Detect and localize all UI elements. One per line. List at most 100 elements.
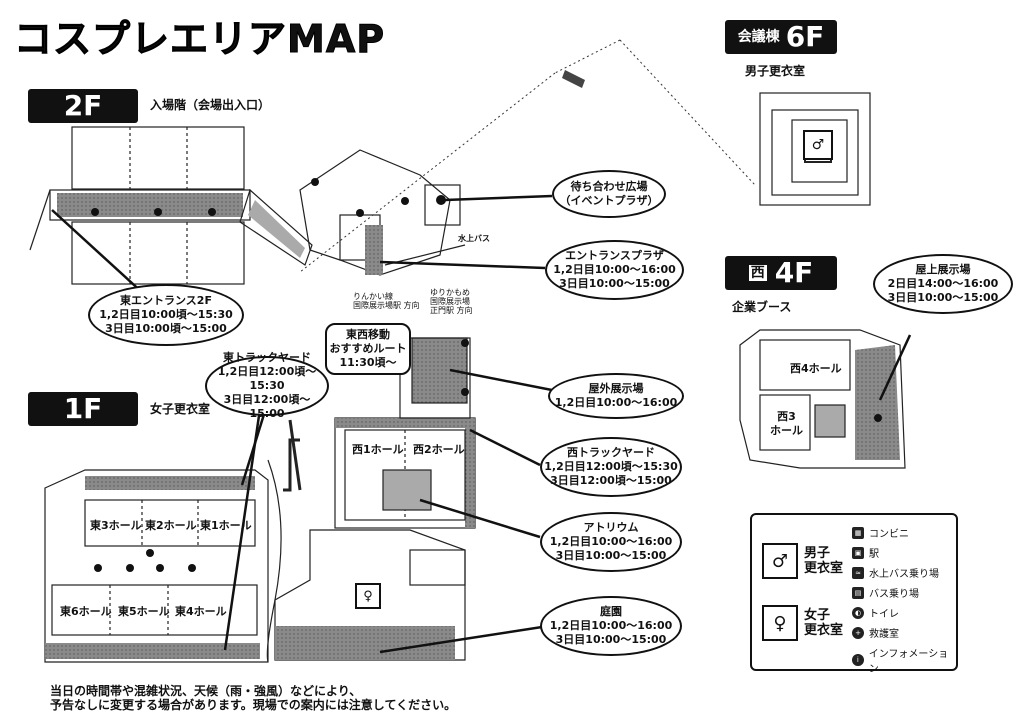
hall-east3: 東3ホール bbox=[90, 519, 142, 532]
legend-male: ♂ 男子 更衣室 bbox=[762, 543, 848, 579]
bubble-east-track-time1: 1,2日目12:00頃〜15:30 bbox=[217, 365, 317, 392]
bubble-west-track: 西トラックヤード 1,2日目12:00頃〜15:30 3日目12:00頃〜15:… bbox=[540, 437, 682, 497]
floor-2f-badge: 2F bbox=[28, 89, 138, 123]
floor-6f-badge: 会議棟 6F bbox=[725, 20, 837, 54]
hall-west3-line2: ホール bbox=[770, 424, 803, 437]
bubble-atrium-name: アトリウム bbox=[583, 521, 639, 534]
floor-6f-prefix: 会議棟 bbox=[737, 29, 780, 45]
first-aid-icon: + bbox=[852, 626, 864, 639]
bubble-west-track-name: 西トラックヤード bbox=[567, 446, 655, 459]
bubble-outdoor-name: 屋外展示場 bbox=[588, 382, 644, 395]
bubble-machiawase: 待ち合わせ広場 （イベントプラザ） bbox=[552, 170, 666, 218]
floor-6f-desc: 男子更衣室 bbox=[745, 64, 806, 78]
station-rinkai-line1: りんかい線 bbox=[353, 292, 393, 301]
bubble-atrium-time2: 3日目10:00〜15:00 bbox=[555, 549, 667, 562]
legend-item-info: i インフォメーション bbox=[852, 645, 956, 675]
bubble-entrance-plaza: エントランスプラザ 1,2日目10:00〜16:00 3日目10:00〜15:0… bbox=[545, 240, 684, 300]
hall-west2: 西2ホール bbox=[413, 443, 465, 456]
floor-4f-map bbox=[739, 329, 906, 469]
notice-line2: 予告なしに変更する場合があります。現場での案内には注意してください。 bbox=[50, 698, 457, 712]
bubble-garden-time1: 1,2日目10:00〜16:00 bbox=[549, 619, 673, 632]
hall-east6: 東6ホール bbox=[60, 605, 112, 618]
bubble-machiawase-line1: 待ち合わせ広場 bbox=[570, 180, 648, 193]
notice: 当日の時間帯や混雑状況、天候（雨・強風）などにより、 予告なしに変更する場合があ… bbox=[50, 684, 456, 712]
legend-item-station: ▣駅 bbox=[852, 545, 879, 560]
bubble-east-entrance: 東エントランス2F 1,2日目10:00頃〜15:30 3日目10:00頃〜15… bbox=[88, 284, 244, 346]
hall-west3: 西3 ホール bbox=[770, 410, 803, 438]
legend-item-label: コンビニ bbox=[869, 529, 909, 540]
legend-item-label: 救護室 bbox=[869, 629, 899, 640]
bubble-outdoor-time1: 1,2日目10:00〜16:00 bbox=[554, 396, 678, 409]
bubble-entrance-plaza-name: エントランスプラザ bbox=[565, 249, 664, 262]
hall-east2: 東2ホール bbox=[145, 519, 197, 532]
station-yurikamome-line2: 国際展示場 bbox=[430, 297, 470, 306]
boat-icon: ≈ bbox=[852, 566, 864, 579]
hall-east5: 東5ホール bbox=[118, 605, 170, 618]
bubble-east-track-name: 東トラックヤード bbox=[223, 351, 311, 364]
bubble-atrium: アトリウム 1,2日目10:00〜16:00 3日目10:00〜15:00 bbox=[540, 512, 682, 572]
floor-4f-label: 4F bbox=[774, 256, 814, 289]
bubble-outdoor: 屋外展示場 1,2日目10:00〜16:00 bbox=[548, 373, 684, 419]
station-rinkai-line2: 国際展示場駅 方向 bbox=[353, 301, 420, 310]
bubble-east-track: 東トラックヤード 1,2日目12:00頃〜15:30 3日目12:00頃〜15:… bbox=[205, 351, 329, 420]
legend-item-label: バス乗り場 bbox=[869, 589, 919, 600]
male-changing-room-icon: ♂ bbox=[803, 130, 833, 160]
bubble-entrance-plaza-time1: 1,2日目10:00〜16:00 bbox=[553, 263, 676, 276]
hall-west3-line1: 西3 bbox=[777, 410, 796, 423]
hall-west1: 西1ホール bbox=[352, 443, 404, 456]
legend-item-toilet: ◐トイレ bbox=[852, 605, 899, 620]
floor-6f-label: 6F bbox=[785, 20, 825, 53]
bubble-east-entrance-time2: 3日目10:00頃〜15:00 bbox=[105, 322, 227, 335]
bubble-garden-time2: 3日目10:00〜15:00 bbox=[555, 633, 667, 646]
male-icon: ♂ bbox=[762, 543, 798, 579]
store-icon: ▦ bbox=[852, 526, 864, 539]
bubble-garden-name: 庭園 bbox=[600, 605, 622, 618]
station-yurikamome: ゆりかもめ 国際展示場 正門駅 方向 bbox=[430, 288, 473, 315]
legend-item-label: 駅 bbox=[869, 549, 879, 560]
legend-item-bus: ▤バス乗り場 bbox=[852, 585, 919, 600]
legend-item-convenience: ▦ コンビニ bbox=[852, 525, 909, 540]
bubble-rooftop-time1: 2日目14:00〜16:00 bbox=[887, 277, 999, 290]
bubble-route-line3: 11:30頃〜 bbox=[339, 356, 397, 369]
station-rinkai: りんかい線 国際展示場駅 方向 bbox=[353, 292, 420, 310]
floor-2f-desc: 入場階（会場出入口） bbox=[150, 98, 271, 112]
bubble-route-line2: おすすめルート bbox=[329, 342, 407, 355]
legend-item-label: インフォメーション bbox=[868, 649, 949, 675]
legend-item-first-aid: + 救護室 bbox=[852, 625, 899, 640]
legend-male-line1: 男子 bbox=[804, 546, 831, 561]
legend-male-line2: 更衣室 bbox=[804, 561, 844, 576]
hall-east1: 東1ホール bbox=[200, 519, 252, 532]
legend: ♂ 男子 更衣室 ♀ 女子 更衣室 ▦ コンビニ ▣駅 ≈ 水上バス乗り場 ▤バス乗… bbox=[750, 513, 958, 675]
bubble-east-entrance-name: 東エントランス2F bbox=[120, 294, 212, 307]
hall-west4: 西4ホール bbox=[790, 362, 842, 375]
bubble-west-track-time1: 1,2日目12:00頃〜15:30 bbox=[544, 460, 678, 473]
legend-item-label: 水上バス乗り場 bbox=[869, 569, 939, 580]
floor-4f-prefix: 西 bbox=[748, 265, 767, 281]
bubble-route-line1: 東西移動 bbox=[346, 328, 390, 341]
info-icon: i bbox=[852, 654, 864, 666]
bubble-west-track-time2: 3日目12:00頃〜15:00 bbox=[550, 474, 672, 487]
page-title: コスプレエリアMAP bbox=[13, 17, 386, 62]
legend-female-line1: 女子 bbox=[804, 608, 831, 623]
legend-female-line2: 更衣室 bbox=[804, 623, 844, 638]
female-changing-room-icon: ♀ bbox=[355, 583, 381, 609]
floor-4f-desc: 企業ブース bbox=[732, 300, 792, 314]
notice-line1: 当日の時間帯や混雑状況、天候（雨・強風）などにより、 bbox=[50, 684, 362, 698]
bubble-east-track-time2: 3日目12:00頃〜15:00 bbox=[223, 393, 311, 420]
bubble-garden: 庭園 1,2日目10:00〜16:00 3日目10:00〜15:00 bbox=[540, 596, 682, 656]
bubble-rooftop-name: 屋上展示場 bbox=[915, 263, 971, 276]
station-yurikamome-line1: ゆりかもめ bbox=[430, 288, 470, 297]
hall-east4: 東4ホール bbox=[175, 605, 227, 618]
legend-item-water-bus: ≈ 水上バス乗り場 bbox=[852, 565, 939, 580]
station-yurikamome-line3: 正門駅 方向 bbox=[430, 306, 473, 315]
bubble-east-entrance-time1: 1,2日目10:00頃〜15:30 bbox=[99, 308, 233, 321]
bubble-rooftop: 屋上展示場 2日目14:00〜16:00 3日目10:00〜15:00 bbox=[873, 254, 1013, 314]
bubble-rooftop-time2: 3日目10:00〜15:00 bbox=[887, 291, 999, 304]
bubble-atrium-time1: 1,2日目10:00〜16:00 bbox=[549, 535, 673, 548]
bubble-machiawase-line2: （イベントプラザ） bbox=[559, 194, 659, 207]
bubble-route: 東西移動 おすすめルート 11:30頃〜 bbox=[325, 323, 411, 375]
legend-item-label: トイレ bbox=[869, 609, 899, 620]
female-icon: ♀ bbox=[762, 605, 798, 641]
legend-female: ♀ 女子 更衣室 bbox=[762, 605, 848, 641]
